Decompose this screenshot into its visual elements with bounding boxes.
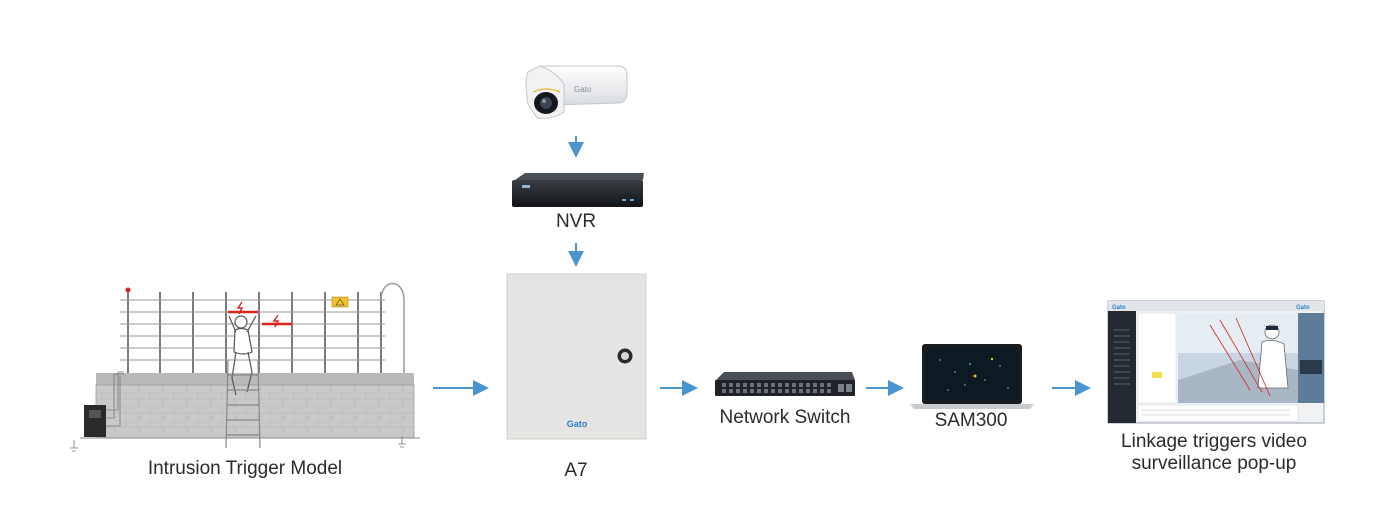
intrusion-trigger-model-label: Intrusion Trigger Model (147, 458, 343, 479)
a7-brand-text: Gato (567, 419, 588, 429)
nvr-illustration (512, 173, 644, 207)
a7-cabinet-illustration: Gato (506, 273, 647, 440)
camera-brand-text: Gato (574, 85, 592, 94)
bullet-camera-illustration: Gato (525, 65, 628, 119)
network-switch-illustration (715, 372, 855, 396)
intrusion-fence-illustration (70, 282, 420, 452)
video-popup-screen-illustration: Gato Gato (1107, 300, 1325, 424)
linkage-popup-label: Linkage triggers video surveillance pop-… (1121, 431, 1307, 474)
network-switch-label: Network Switch (719, 407, 851, 428)
nvr-label: NVR (555, 211, 597, 232)
popup-brand-left: Gato (1112, 305, 1126, 311)
sam300-label: SAM300 (934, 410, 1008, 431)
flow-arrows (433, 136, 1091, 396)
popup-brand-right: Gato (1296, 305, 1310, 311)
laptop-sam300-illustration (910, 344, 1034, 409)
a7-label: A7 (564, 460, 588, 481)
